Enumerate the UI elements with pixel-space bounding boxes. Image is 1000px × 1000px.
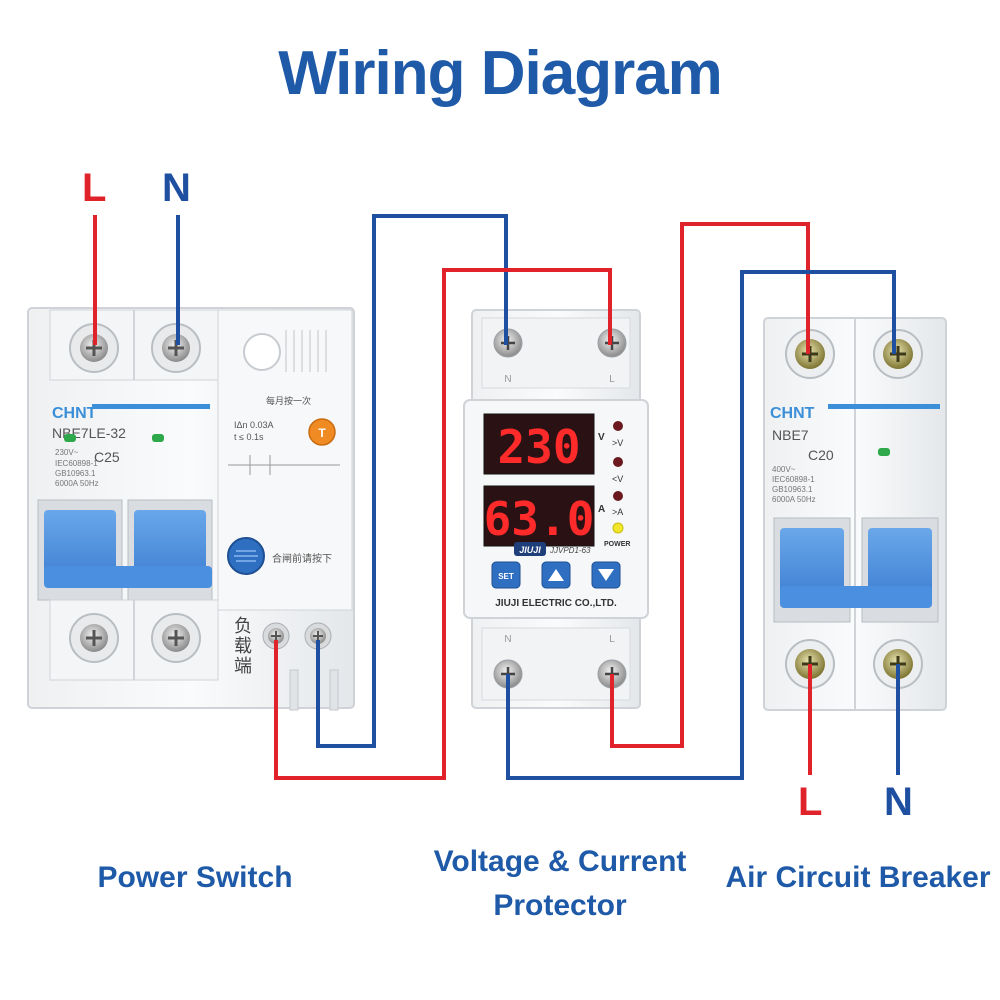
air-breaker-spec-4: 6000A 50Hz [772,495,816,504]
current-display: 63.0 [484,492,595,546]
up-arrow-icon [548,569,564,581]
indicator-power-led [612,522,624,534]
protector-caption-line-2: Protector [493,889,627,922]
power-switch-rcd-spec-2: t ≤ 0.1s [234,432,264,442]
power-switch-spec-1: 230V~ [55,448,79,457]
power-switch-device: CHNT NBE7LE-32 C25 230V~ IEC60898-1 GB10… [27,307,355,711]
protector-bottom-label-l: L [609,634,615,645]
input-live-label: L [82,166,107,210]
air-breaker-model: NBE7 [772,427,809,443]
protector-caption: Voltage & Current Protector [410,840,710,928]
indicator-over-voltage-led [613,421,623,431]
voltage-unit: V [598,432,605,443]
power-switch-led-2 [152,434,164,442]
load-char-1: 负 [234,616,252,636]
wire-protector-to-breaker-neutral [506,270,896,780]
air-breaker-handle-bar[interactable] [780,586,932,608]
input-neutral-label: N [162,166,191,210]
air-breaker-rating: C20 [808,447,834,463]
protector-caption-line-1: Voltage & Current [433,845,687,878]
current-unit: A [598,504,605,515]
air-breaker-device: CHNT NBE7 C20 400V~ IEC60898-1 GB10963.1… [763,317,947,711]
power-switch-spec-3: GB10963.1 [55,469,96,478]
power-switch-close-note: 合闸前请按下 [272,552,332,565]
air-breaker-spec-2: IEC60898-1 [772,475,815,484]
load-char-3: 端 [234,656,252,676]
indicator-power-label: POWER [604,541,630,548]
power-switch-bottom-terminal-1 [69,613,119,663]
protector-logo [514,542,546,556]
load-terminal-n [304,622,332,650]
indicator-under-voltage-label: <V [612,474,623,484]
indicator-over-current-label: >A [612,507,623,517]
power-switch-bottom-terminal-2 [151,613,201,663]
air-breaker-spec-3: GB10963.1 [772,485,813,494]
page-title: Wiring Diagram [278,39,723,108]
output-live-label: L [798,780,823,824]
protector-top-label-l: L [609,374,615,385]
voltage-display: 230 [497,420,580,474]
power-switch-rating: C25 [94,449,120,465]
power-switch-caption: Power Switch [97,861,293,894]
test-button-label: T [318,426,326,440]
power-switch-top-terminal-n [151,323,201,373]
protector-device: N L 230 V 63.0 A >V <V >A POWER JIUJI JJ… [463,309,649,709]
power-switch-spec-4: 6000A 50Hz [55,479,99,488]
air-breaker-led [878,448,890,456]
power-switch-handle-bar[interactable] [44,566,212,588]
set-button[interactable]: SET [491,561,521,589]
down-arrow-icon [598,569,614,581]
protector-top-label-n: N [504,374,511,385]
output-neutral-label: N [884,780,913,824]
air-breaker-caption: Air Circuit Breaker [725,861,991,894]
set-button-label: SET [498,572,514,581]
protector-bottom-label-n: N [504,634,511,645]
air-breaker-spec-1: 400V~ [772,465,796,474]
power-switch-brand: CHNT [52,405,97,422]
wire-switch-to-protector-neutral [316,214,508,748]
test-button[interactable]: T [308,418,336,446]
power-switch-model: NBE7LE-32 [52,425,126,441]
wire-switch-to-protector-live [274,268,612,780]
air-breaker-brand: CHNT [770,405,815,422]
down-button[interactable] [591,561,621,589]
indicator-under-voltage-led [613,457,623,467]
power-switch-rcd-spec-1: IΔn 0.03A [234,420,274,430]
power-switch-spec-2: IEC60898-1 [55,459,98,468]
protector-model: JJVPD1-63 [549,546,591,555]
up-button[interactable] [541,561,571,589]
protector-company: JIUJI ELECTRIC CO.,LTD. [495,598,617,609]
indicator-over-current-led [613,491,623,501]
indicator-over-voltage-label: >V [612,438,623,448]
wires [93,214,900,780]
rcd-reset-button[interactable] [227,537,265,575]
wire-protector-to-breaker-live [610,222,810,748]
air-breaker-top-terminal-n [873,329,923,379]
power-switch-led-1 [64,434,76,442]
power-switch-load-label: 负 载 端 [234,616,257,676]
load-char-2: 载 [234,636,252,656]
power-switch-monthly-note: 每月按一次 [266,395,311,406]
protector-brand: JIUJI [519,545,541,555]
